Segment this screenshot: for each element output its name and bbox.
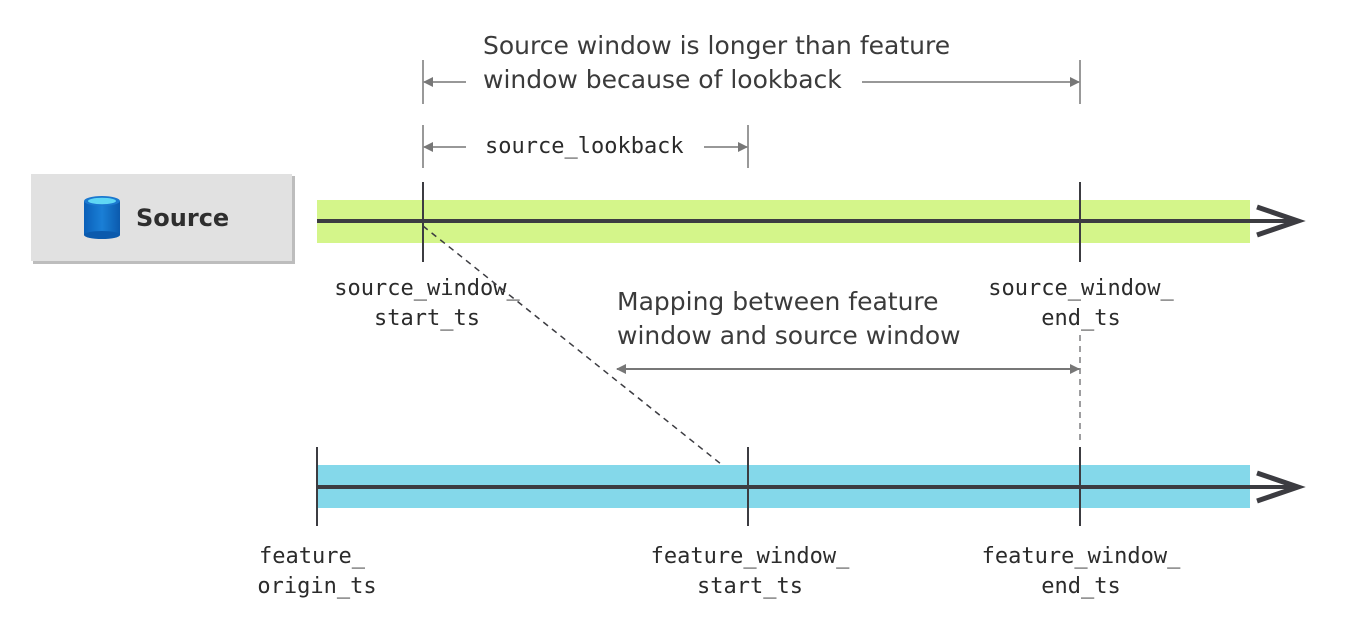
mapping-label-line1: Mapping between feature: [617, 287, 939, 316]
feature-origin-label-line1: feature_: [259, 544, 366, 569]
feature-axis-arrowhead-icon: [1256, 470, 1306, 504]
feature-timeline: feature_ origin_ts feature_window_ start…: [257, 447, 1306, 599]
lookback-connector-dashed: [422, 225, 747, 485]
source-axis-arrowhead-icon: [1256, 204, 1306, 238]
feature-window-start-label-line2: start_ts: [697, 574, 803, 599]
mapping-label-line2: window and source window: [617, 321, 961, 350]
feature-window-end-label-line2: end_ts: [1041, 574, 1120, 599]
feature-origin-label-line2: origin_ts: [257, 574, 376, 599]
source-lookback-annotation: source_lookback: [422, 125, 749, 168]
source-timeline: source_window_ start_ts source_window_ e…: [317, 182, 1306, 331]
source-label: Source: [136, 204, 229, 232]
source-window-start-label-line1: source_window_: [334, 276, 520, 301]
source-window-end-label-line2: end_ts: [1041, 306, 1120, 331]
source-window-end-label-line1: source_window_: [988, 276, 1174, 301]
mapping-annotation: Mapping between feature window and sourc…: [616, 287, 1080, 374]
feature-window-start-label-line1: feature_window_: [651, 544, 850, 569]
source-window-note-line1: Source window is longer than feature: [483, 31, 950, 60]
source-box: Source: [31, 174, 295, 264]
source-window-note-line2: window because of lookback: [483, 65, 842, 94]
source-lookback-label: source_lookback: [485, 134, 684, 159]
feature-window-end-label-line1: feature_window_: [982, 544, 1181, 569]
source-window-start-label-line2: start_ts: [374, 306, 480, 331]
database-cylinder-icon: [84, 196, 120, 239]
source-window-annotation: Source window is longer than feature win…: [422, 31, 1081, 104]
